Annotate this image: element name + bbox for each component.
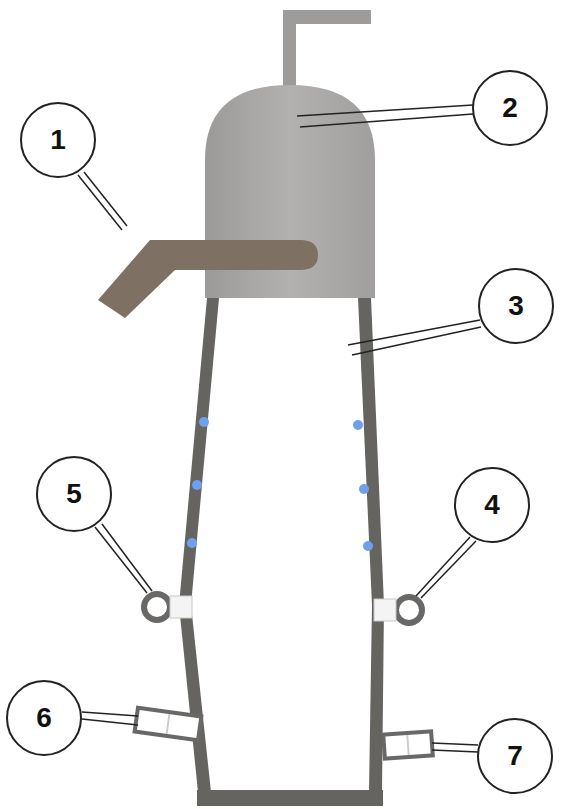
callout-number: 5 [66,478,82,510]
callout-circle: 6 [6,680,82,756]
callout-number: 4 [484,489,500,521]
tuyere-ring [144,594,170,620]
shaft-wall-left [179,298,219,605]
callout-circle: 5 [36,456,112,532]
tap-hole [135,708,202,741]
tuyere-ring [396,597,422,623]
callout-circle: 2 [472,70,548,146]
hearth-wall-left [179,605,211,792]
hearth-wall-right [369,605,384,792]
callout-circle: 4 [454,467,530,543]
callout-number: 2 [502,92,518,124]
tuyere-nozzle [374,599,396,621]
callout-number: 7 [507,740,523,772]
callout-number: 1 [50,124,66,156]
tap-hole [383,731,433,758]
tuyere-nozzle [170,596,192,618]
callout-number: 3 [508,290,524,322]
hearth-bottom [197,790,383,806]
callout-circle: 1 [20,102,96,178]
callout-circle: 7 [477,718,553,794]
callout-number: 6 [36,702,52,734]
sensor-dots [187,417,373,551]
pipe-top [283,10,371,24]
shaft-wall-right [358,298,384,605]
leader-lines [78,105,481,752]
callout-circle: 3 [478,268,554,344]
